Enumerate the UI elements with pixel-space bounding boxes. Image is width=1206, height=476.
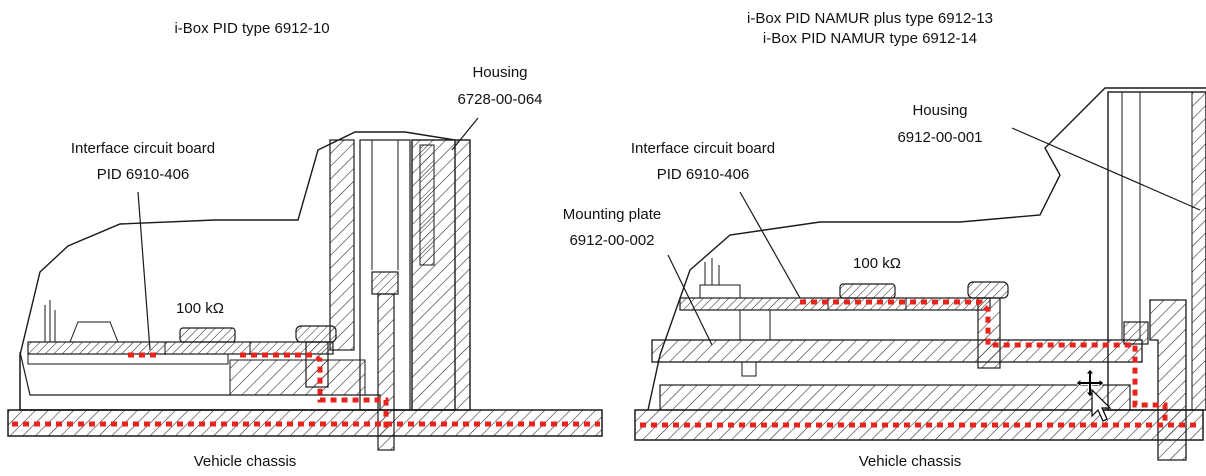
left-component-a — [69, 321, 119, 343]
right-housing-leader — [1011, 127, 1201, 211]
right-chassis-label: Vehicle chassis — [859, 453, 962, 470]
right-resistor — [839, 283, 896, 299]
right-housing-wall — [1107, 91, 1206, 411]
left-diagram — [7, 117, 603, 451]
right-title-line2: i-Box PID NAMUR type 6912-14 — [763, 30, 977, 47]
right-housing-wall-hatch — [1191, 91, 1206, 411]
right-board-leader — [739, 191, 801, 299]
left-housing-label: Housing — [472, 64, 527, 81]
right-housing-part: 6912-00-001 — [897, 129, 982, 146]
right-ground-path — [640, 299, 1200, 428]
left-bolt — [371, 271, 399, 451]
right-diagram — [634, 87, 1206, 461]
left-ground-path — [12, 352, 600, 430]
left-housing-wall — [411, 139, 471, 411]
right-plate-label: Mounting plate — [563, 206, 661, 223]
right-plate-part: 6912-00-002 — [569, 232, 654, 249]
left-title: i-Box PID type 6912-10 — [174, 20, 329, 37]
left-chassis-label: Vehicle chassis — [194, 453, 297, 470]
left-housing-part: 6728-00-064 — [457, 91, 542, 108]
left-resistor-label: 100 kΩ — [176, 300, 224, 317]
right-housing-label: Housing — [912, 102, 967, 119]
right-title-line1: i-Box PID NAMUR plus type 6912-13 — [747, 10, 993, 27]
left-board-label: Interface circuit board — [71, 140, 215, 157]
left-board-leader — [137, 191, 151, 351]
left-board-screw — [295, 325, 337, 388]
left-housing-seal — [419, 144, 435, 266]
right-bolt — [1123, 299, 1187, 461]
move-cursor-icon — [1075, 368, 1105, 398]
right-resistor-label: 100 kΩ — [853, 255, 901, 272]
left-resistor — [179, 327, 236, 343]
left-chassis-bar — [7, 409, 603, 437]
right-board-part: PID 6910-406 — [657, 166, 750, 183]
right-board-label: Interface circuit board — [631, 140, 775, 157]
right-housing-floor — [659, 384, 1131, 411]
left-inner-wall — [329, 139, 355, 351]
left-housing-floor — [229, 359, 366, 396]
left-circuit-board — [27, 341, 334, 355]
right-plate-leader — [667, 254, 713, 346]
left-board-part: PID 6910-406 — [97, 166, 190, 183]
right-mounting-plate — [651, 339, 1143, 363]
left-housing-leader — [451, 117, 479, 151]
arrow-pointer-icon — [1091, 388, 1112, 422]
